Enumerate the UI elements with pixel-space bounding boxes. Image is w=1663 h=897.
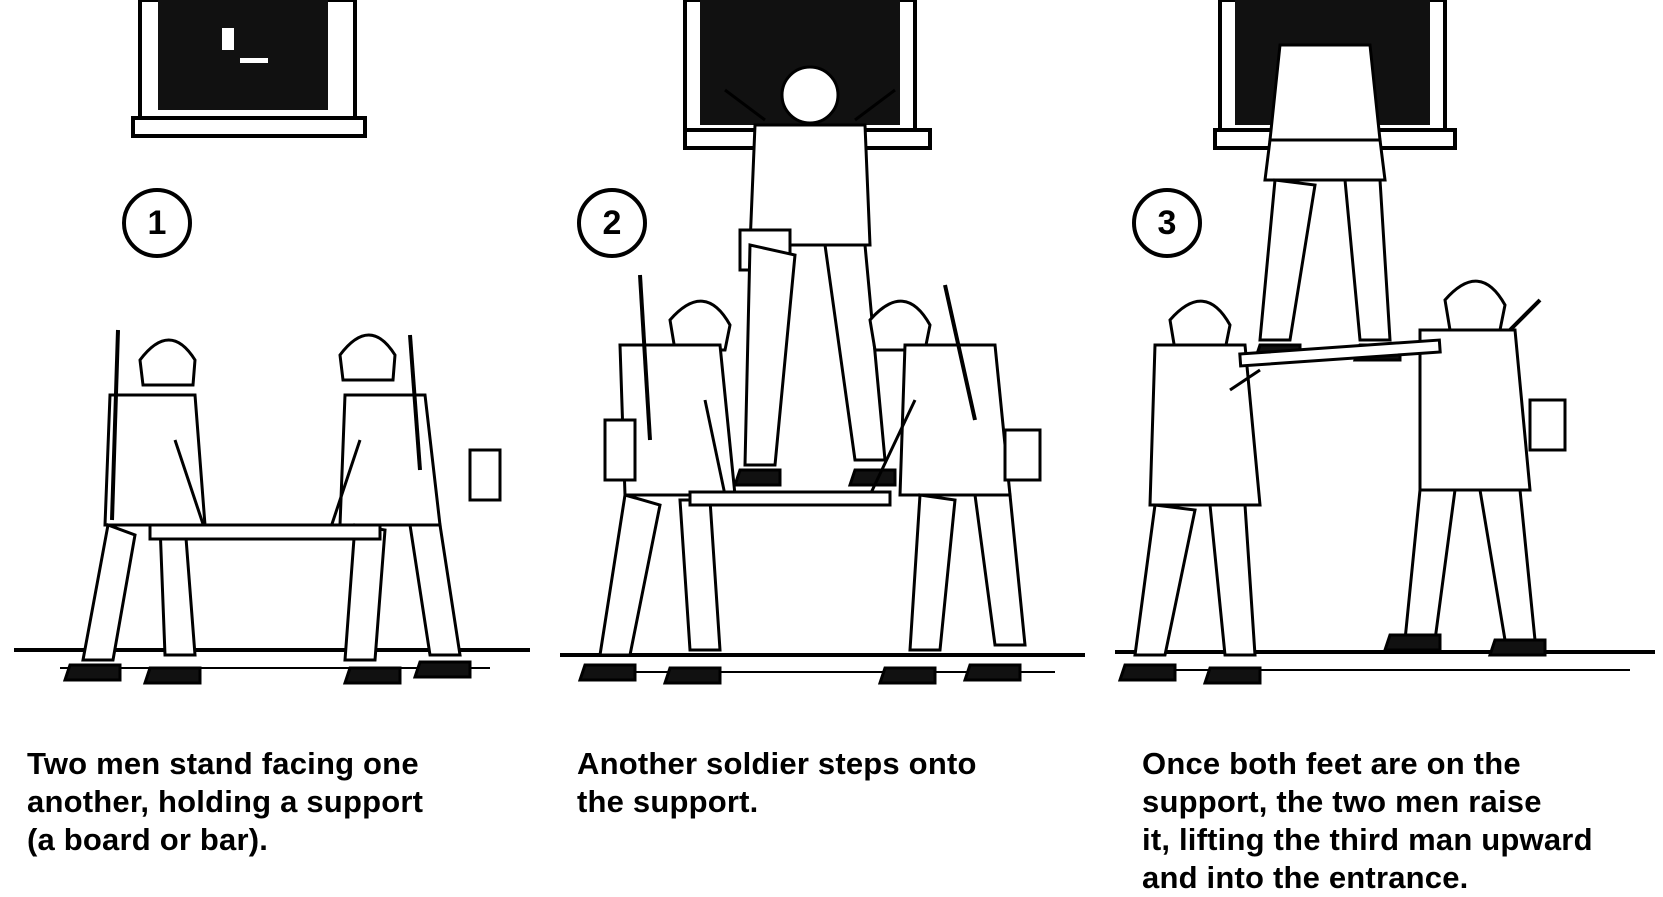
- panel-step-2: 2 Another soldier steps onto the support…: [555, 0, 1095, 891]
- support-bar: [690, 492, 890, 505]
- step-2-illustration: [555, 0, 1095, 730]
- step-number-badge: 3: [1132, 188, 1202, 258]
- step-caption: Once both feet are on the support, the t…: [1142, 745, 1663, 897]
- soldier-left: [580, 275, 735, 683]
- panel-step-3: 3 Once both feet are on the support, the…: [1110, 0, 1663, 891]
- soldier-right: [330, 335, 500, 683]
- soldier-left: [65, 330, 205, 683]
- panel-step-1: 1 Two men stand facing one another, hold…: [0, 0, 540, 891]
- step-caption: Two men stand facing one another, holdin…: [27, 745, 537, 859]
- step-1-illustration: [0, 0, 540, 730]
- step-3-illustration: [1110, 0, 1663, 730]
- step-number-badge: 2: [577, 188, 647, 258]
- step-number-badge: 1: [122, 188, 192, 258]
- support-bar: [150, 525, 380, 539]
- step-caption: Another soldier steps onto the support.: [577, 745, 1087, 821]
- soldier-right: [1385, 281, 1565, 655]
- window: [133, 0, 365, 136]
